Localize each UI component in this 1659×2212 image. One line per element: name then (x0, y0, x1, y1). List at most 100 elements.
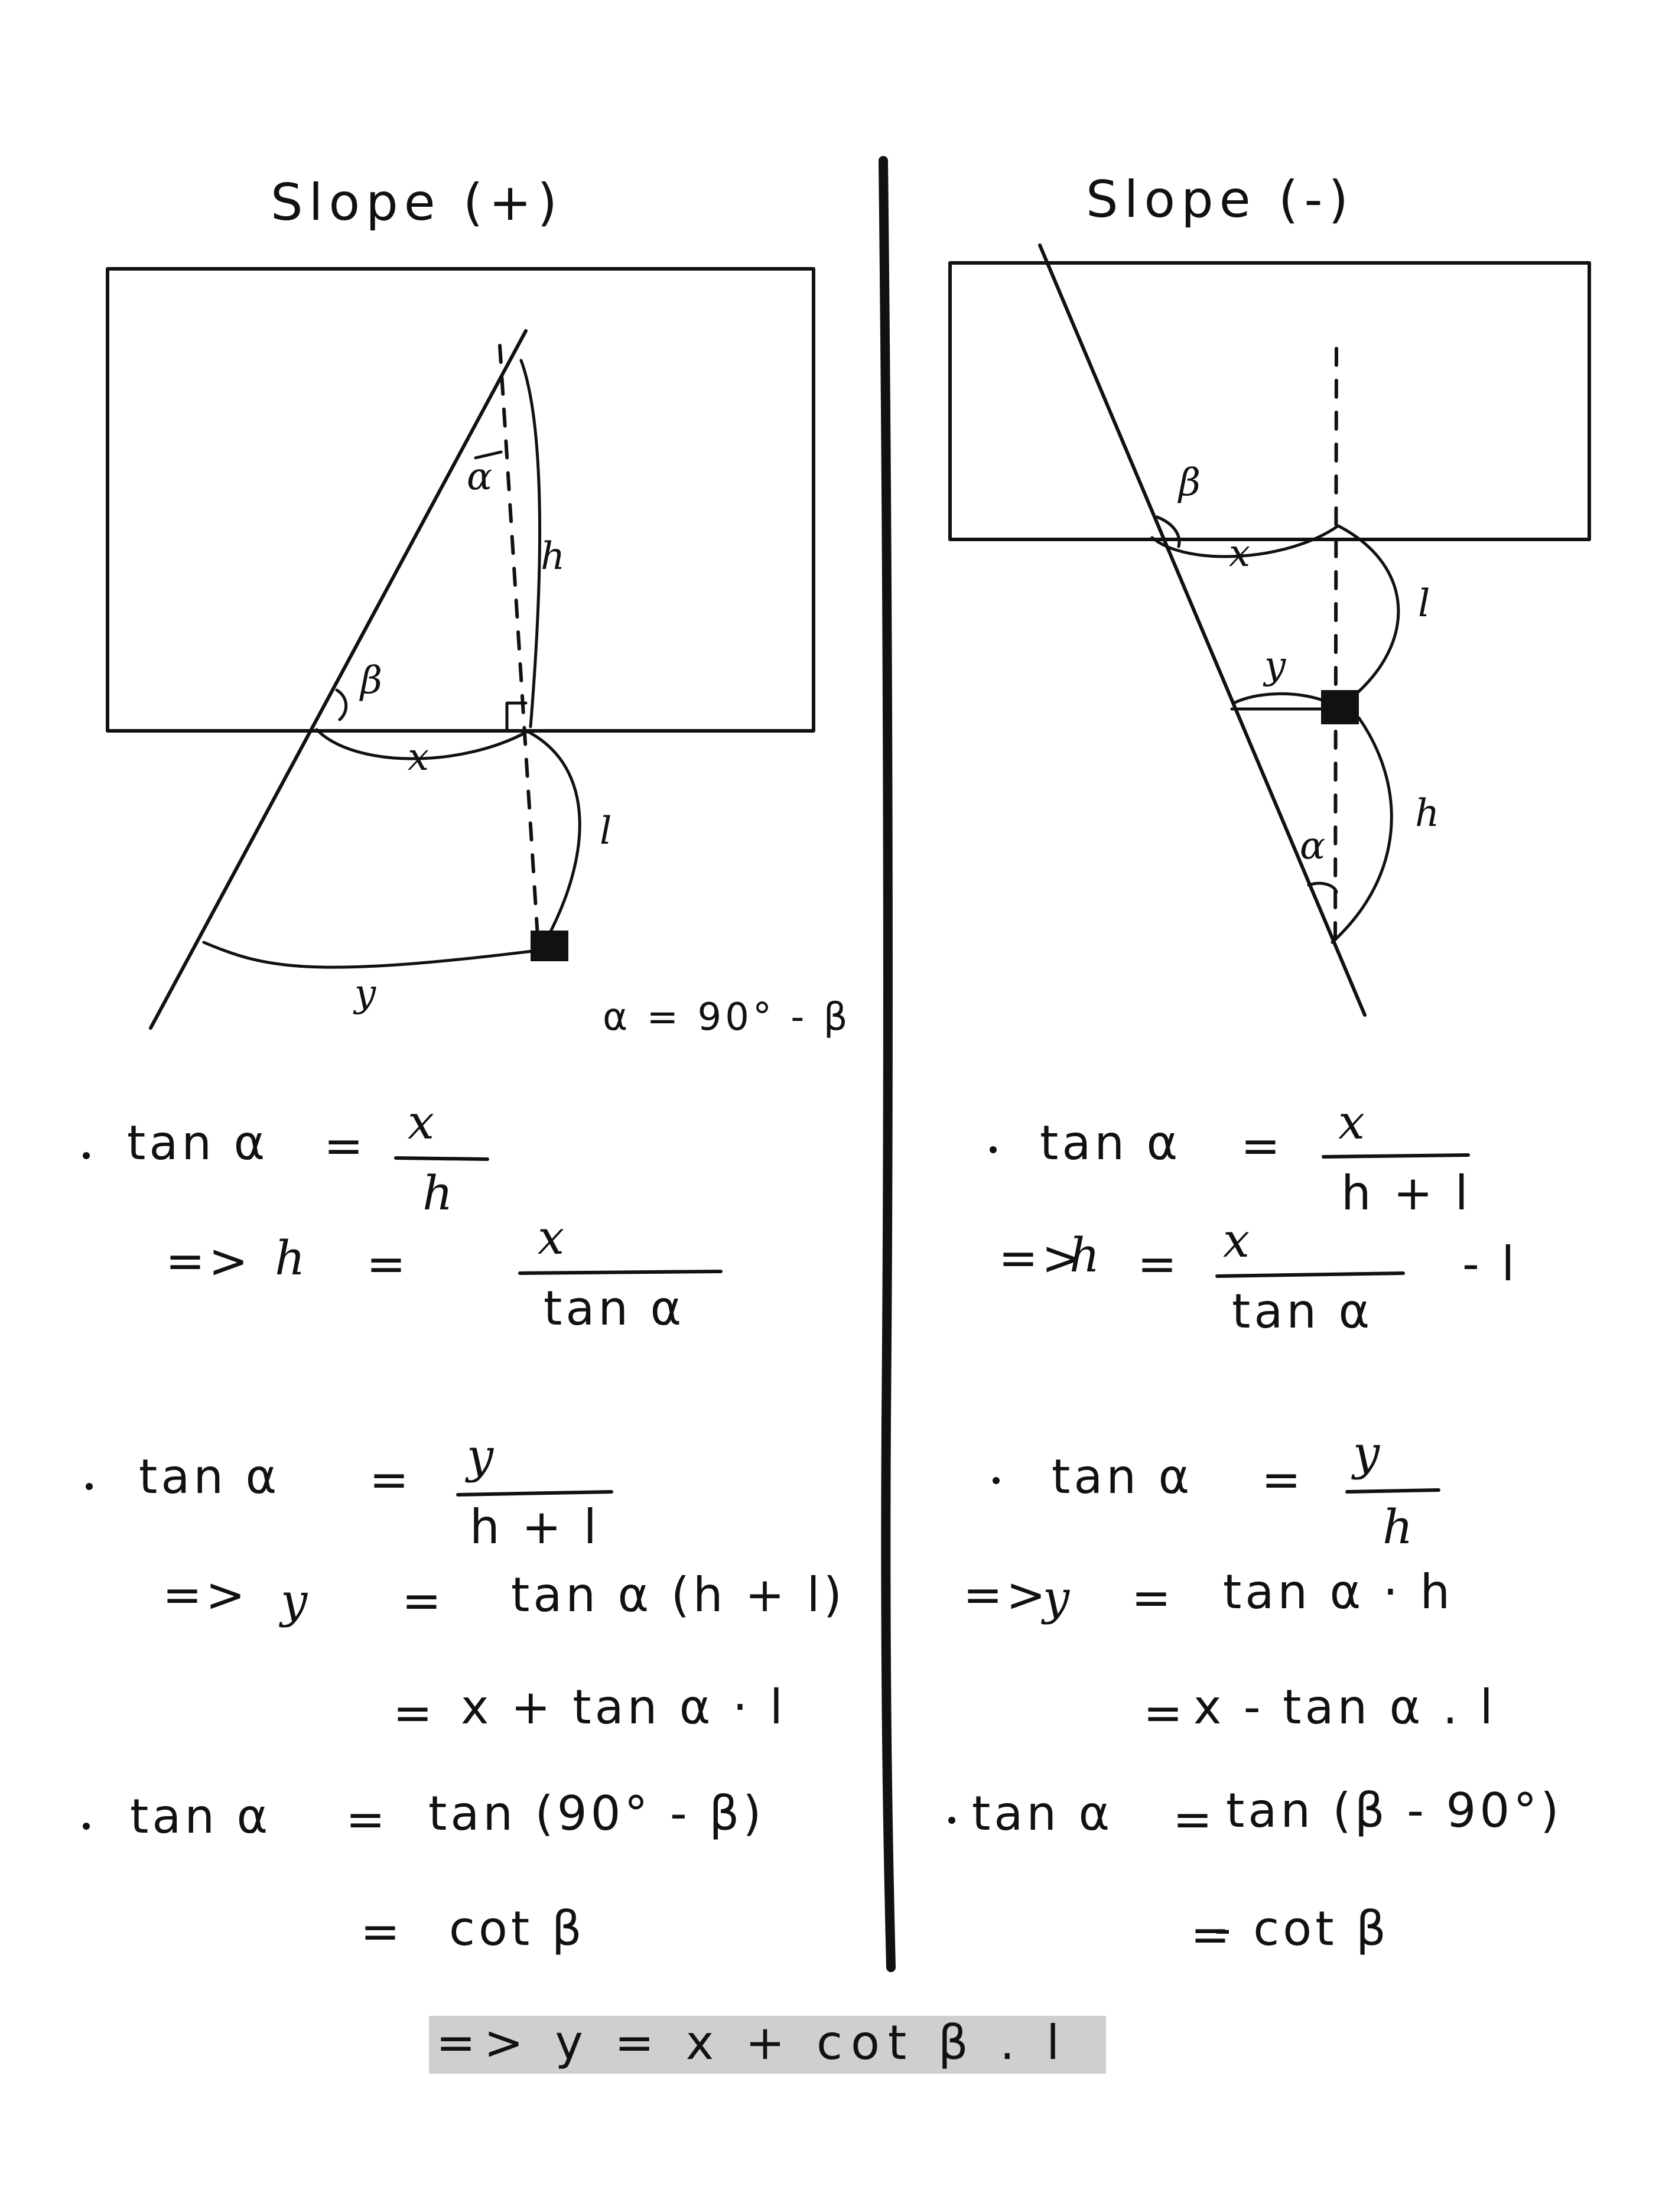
right-beta-label: β (1179, 461, 1201, 505)
left-eq5-equals: = (393, 1686, 437, 1741)
right-alpha-arc (1307, 881, 1338, 894)
left-diagram (106, 267, 815, 1030)
left-eq6-lhs: tan α (130, 1789, 272, 1844)
left-eq3-fraction-bar (456, 1490, 613, 1497)
left-y-arc (202, 941, 534, 969)
left-eq1-numerator: x (408, 1095, 435, 1150)
right-l-arc (1336, 524, 1400, 708)
right-eq2-equals: = (1137, 1237, 1181, 1292)
right-eq1-denominator: h + l (1341, 1166, 1472, 1221)
left-layer-box (106, 267, 815, 733)
left-eq1-fraction-bar (394, 1156, 489, 1161)
right-x-label: x (1229, 532, 1251, 575)
left-eq4-equals: = (402, 1573, 445, 1628)
left-bullet-3 (83, 1823, 90, 1830)
left-eq4-arrow: => (162, 1567, 249, 1622)
right-eq2-denominator: tan α (1232, 1284, 1374, 1339)
left-eq6-equals: = (346, 1792, 389, 1847)
left-right-angle (505, 701, 528, 732)
right-eq1-fraction-bar (1322, 1153, 1470, 1159)
right-bullet-3 (948, 1817, 955, 1824)
right-eq5-rhs: x - tan α . l (1193, 1680, 1497, 1735)
left-eq4-rhs: tan α (h + l) (511, 1567, 845, 1622)
conclusion-highlight (429, 2016, 1106, 2074)
left-l-label: l (600, 809, 612, 853)
right-eq3-denominator: h (1382, 1499, 1413, 1554)
right-h-label: h (1415, 792, 1440, 835)
left-eq2-denominator: tan α (544, 1281, 685, 1336)
left-angle-relation: α = 90° - β (603, 996, 851, 1039)
left-alpha-arc (474, 450, 503, 460)
right-eq4-equals: = (1131, 1570, 1175, 1625)
right-eq6-lhs: tan α (972, 1786, 1114, 1841)
right-title: Slope (-) (1086, 170, 1355, 229)
right-eq4-arrow: => (963, 1567, 1050, 1622)
left-beta-label: β (360, 659, 382, 702)
left-bullet-2 (86, 1483, 93, 1490)
right-x-arc (1150, 524, 1340, 558)
right-eq7-equals: = (1190, 1907, 1234, 1962)
left-beta-arc (335, 688, 348, 721)
right-eq3-numerator: y (1353, 1426, 1380, 1481)
right-alpha-label: α (1300, 824, 1326, 868)
left-borehole-line (149, 329, 528, 1030)
right-diagram (948, 243, 1591, 1017)
right-y-arc (1232, 692, 1324, 705)
left-eq2-fraction-bar (518, 1270, 723, 1275)
right-h-arc (1331, 716, 1393, 944)
right-eq6-equals: = (1173, 1792, 1216, 1847)
right-borehole-line (1038, 243, 1367, 1017)
left-alpha-label: α (467, 455, 493, 499)
center-divider (879, 156, 896, 1972)
left-vertical-dashed (498, 344, 539, 938)
right-marker-square (1321, 690, 1359, 724)
left-marker-square (531, 931, 568, 961)
left-bullet-1 (83, 1152, 90, 1159)
left-eq7-rhs: cot β (449, 1901, 585, 1956)
left-eq2-equals: = (366, 1237, 410, 1292)
conclusion-equation: => y = x + cot β . l (436, 2015, 1068, 2070)
right-layer-box (948, 261, 1591, 541)
left-eq2-arrow: => (165, 1234, 252, 1289)
left-eq3-denominator: h + l (470, 1499, 600, 1554)
left-eq5-rhs: x + tan α · l (461, 1680, 787, 1735)
left-eq1-lhs: tan α (127, 1115, 269, 1170)
left-x-label: x (408, 736, 430, 779)
right-eq2-fraction-bar (1215, 1271, 1405, 1278)
right-eq3-equals: = (1261, 1452, 1305, 1507)
left-eq3-numerator: y (467, 1429, 494, 1484)
right-eq2-arrow: => (998, 1231, 1085, 1286)
right-eq1-equals: = (1241, 1118, 1284, 1173)
left-title: Slope (+) (271, 173, 564, 232)
left-eq1-denominator: h (422, 1166, 453, 1221)
right-beta-arc (1155, 515, 1181, 548)
right-eq6-rhs: tan (β - 90°) (1226, 1783, 1563, 1838)
right-vertical-dashed (1333, 347, 1338, 941)
left-eq3-equals: = (369, 1452, 413, 1507)
left-eq2-numerator: x (538, 1210, 565, 1265)
right-bullet-2 (993, 1477, 1000, 1484)
left-h-label: h (541, 535, 565, 578)
right-eq3-lhs: tan α (1052, 1449, 1193, 1504)
right-eq1-lhs: tan α (1040, 1115, 1182, 1170)
right-eq1-numerator: x (1338, 1095, 1365, 1150)
right-l-label: l (1418, 582, 1430, 626)
right-y-label: y (1264, 644, 1286, 688)
left-y-label: y (354, 972, 376, 1016)
right-eq4-rhs: tan α · h (1223, 1564, 1454, 1619)
left-eq6-rhs: tan (90° - β) (428, 1786, 765, 1841)
left-l-arc (526, 730, 581, 941)
left-eq3-lhs: tan α (139, 1449, 281, 1504)
right-eq2-lhs: h (1069, 1228, 1100, 1283)
right-eq2-numerator: x (1223, 1213, 1250, 1268)
left-eq7-equals: = (360, 1904, 404, 1959)
right-bullet-1 (990, 1146, 997, 1153)
right-eq4-lhs: y (1043, 1570, 1070, 1625)
left-eq1-equals: = (324, 1118, 367, 1173)
right-eq7-rhs: - cot β (1214, 1901, 1390, 1956)
left-h-arc (519, 359, 542, 728)
left-x-arc (315, 728, 529, 760)
right-eq3-fraction-bar (1345, 1488, 1440, 1494)
